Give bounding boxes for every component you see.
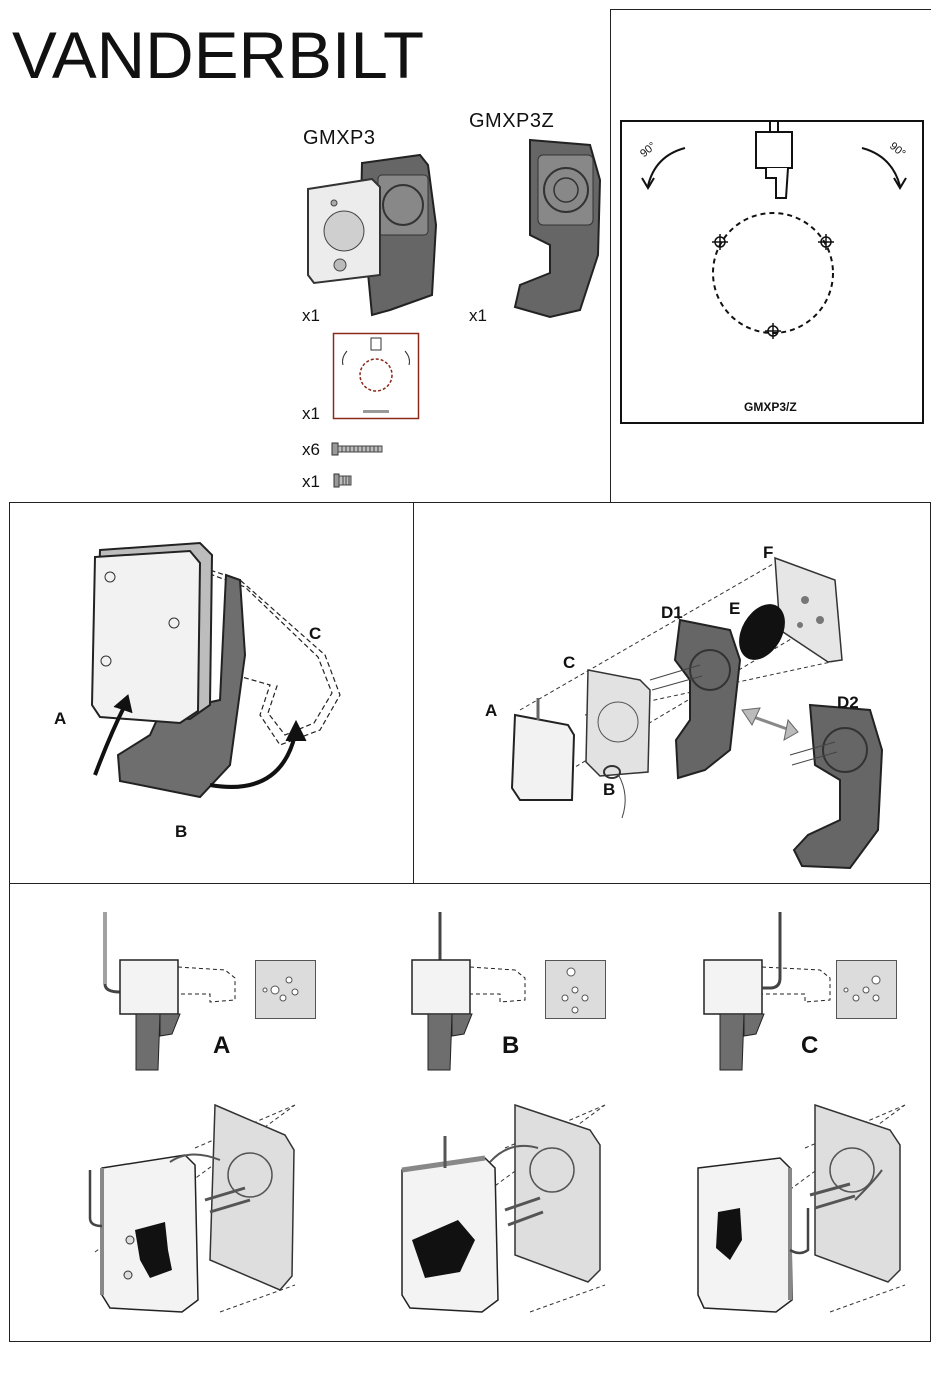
exploded-label-d1: D1 [661, 603, 683, 623]
exploded-label-f: F [763, 543, 773, 563]
mount-detail-illustration [40, 535, 360, 805]
mount-label-b: B [175, 822, 187, 842]
option-b-plate [545, 960, 607, 1020]
option-a-perspective [80, 1100, 310, 1315]
model-gmxp3: GMXP3 [303, 127, 376, 150]
exploded-label-b: B [603, 780, 615, 800]
model-gmxp3z: GMXP3Z [469, 110, 554, 133]
exploded-label-c: C [563, 653, 575, 673]
mount-label-a: A [54, 709, 66, 729]
gmxp3z-illustration [510, 135, 610, 325]
logo-graphic: VANDERBILT [12, 8, 432, 88]
option-a-plate [255, 960, 317, 1020]
logo-text: VANDERBILT [12, 18, 424, 92]
template-thumbnail [333, 333, 419, 419]
small-screw-icon [334, 474, 352, 488]
exploded-label-e: E [729, 599, 740, 619]
option-b-label: B [502, 1032, 519, 1060]
qty-gmxp3z: x1 [469, 306, 487, 326]
qty-template: x1 [302, 404, 320, 424]
exploded-illustration [490, 550, 900, 880]
screw-icon [332, 443, 384, 455]
brand-logo: VANDERBILT [12, 8, 432, 88]
template-caption: GMXP3/Z [744, 400, 797, 414]
qty-screws: x6 [302, 440, 320, 460]
option-c-label: C [801, 1032, 818, 1060]
qty-gmxp3: x1 [302, 306, 320, 326]
option-a-label: A [213, 1032, 230, 1060]
option-c-plate [836, 960, 898, 1020]
option-b-perspective [390, 1100, 620, 1315]
gmxp3-illustration [300, 155, 450, 320]
exploded-label-d2: D2 [837, 693, 859, 713]
template-graphic [620, 120, 924, 424]
exploded-label-a: A [485, 701, 497, 721]
option-c-perspective [690, 1100, 920, 1315]
qty-small-screw: x1 [302, 472, 320, 492]
mount-label-c: C [309, 624, 321, 644]
